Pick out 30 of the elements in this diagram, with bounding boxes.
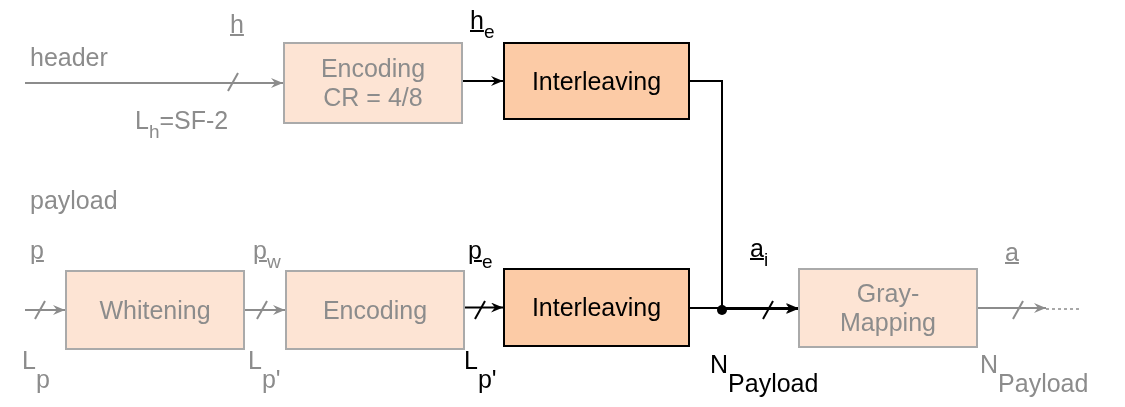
signal-label: p — [30, 238, 44, 263]
arrow — [689, 80, 799, 314]
signal-label: p$_{w}$ — [253, 238, 281, 271]
signal-label: h$_{e}$ — [470, 8, 495, 41]
process-box — [283, 42, 463, 124]
arrow — [462, 76, 504, 86]
arrow — [977, 303, 1047, 313]
arrow — [464, 302, 504, 313]
block-label: Whitening — [99, 295, 211, 325]
signal-label: payload — [30, 188, 118, 213]
block-label: Interleaving — [531, 293, 662, 322]
process-box — [285, 270, 465, 350]
arrow — [689, 303, 799, 313]
arrow — [24, 305, 66, 315]
block-label: Interleaving — [531, 66, 662, 96]
block-label: Gray- Mapping — [839, 279, 937, 337]
signal-label: header — [30, 45, 108, 70]
signal-label: L$_{h}$=SF-2 — [135, 108, 229, 141]
process-box — [798, 268, 978, 348]
arrow — [24, 78, 284, 88]
block-label: Encoding — [322, 295, 428, 325]
process-box — [65, 270, 245, 350]
arrow — [244, 305, 286, 315]
signal-label: p$_{e}$ — [468, 238, 493, 271]
block-label: Encoding CR = 4/8 — [319, 54, 427, 112]
process-box — [503, 42, 690, 120]
signal-label: a — [1005, 240, 1019, 265]
signal-label: h — [230, 12, 244, 37]
process-box — [503, 268, 690, 347]
signal-label: a$_{i}$ — [750, 236, 769, 269]
